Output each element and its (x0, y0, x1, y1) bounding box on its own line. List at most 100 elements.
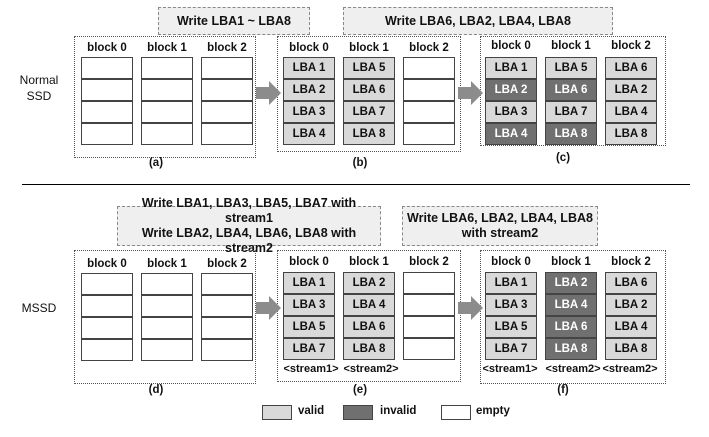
panel-f-block-1-page-1: LBA 4 (545, 294, 597, 316)
panel-d-block-1-page-0 (141, 273, 193, 295)
panel-b-block-2-page-1 (403, 79, 455, 101)
panel-c-block-1-page-2: LBA 7 (545, 101, 597, 123)
panel-d-block-1-page-3 (141, 339, 193, 361)
panel-f-block-1-header: block 1 (551, 256, 591, 268)
panel-b-block-1-header: block 1 (349, 42, 389, 54)
panel-f (480, 250, 666, 384)
legend-empty-label: empty (476, 405, 510, 417)
panel-f-block-0-header: block 0 (491, 256, 531, 268)
normal-ssd-label: Normal SSD (14, 72, 64, 104)
panel-e-block-2-page-3 (403, 338, 455, 360)
write-box-bottom-2: Write LBA6, LBA2, LBA4, LBA8 with stream… (402, 206, 598, 246)
panel-e-block-2-header: block 2 (409, 256, 449, 268)
mssd-label: MSSD (21, 301, 57, 315)
panel-a-block-0-page-0 (81, 57, 133, 79)
panel-c-block-0-header: block 0 (491, 40, 531, 52)
panel-e-block-1-page-1: LBA 4 (343, 294, 395, 316)
panel-b-block-2-page-3 (403, 123, 455, 145)
panel-d-block-0-page-1 (81, 295, 133, 317)
legend-empty-swatch (441, 405, 471, 420)
write-box-top-1: Write LBA1 ~ LBA8 (158, 7, 310, 35)
panel-a-block-0-page-3 (81, 123, 133, 145)
arrow-b-to-c-icon (458, 81, 483, 105)
panel-c-block-2-page-2: LBA 4 (605, 101, 657, 123)
panel-d-caption: (d) (148, 384, 164, 396)
panel-f-stream-label-1: <stream2> (545, 363, 601, 375)
panel-c-block-2-page-1: LBA 2 (605, 79, 657, 101)
legend-invalid-label: invalid (380, 405, 417, 417)
panel-a-block-1-header: block 1 (147, 42, 187, 54)
legend-valid-swatch (262, 405, 292, 420)
panel-a-block-0-header: block 0 (87, 42, 127, 54)
panel-c-block-2-header: block 2 (611, 40, 651, 52)
panel-b-block-2-header: block 2 (409, 42, 449, 54)
panel-d-block-2-page-3 (201, 339, 253, 361)
panel-a-caption: (a) (148, 157, 164, 169)
panel-c-block-0-page-0: LBA 1 (485, 57, 537, 79)
panel-f-block-2-header: block 2 (611, 256, 651, 268)
panel-d-block-0-page-2 (81, 317, 133, 339)
write-box-bottom-2-line2: with stream2 (461, 226, 539, 240)
panel-e-block-0-page-0: LBA 1 (283, 272, 335, 294)
panel-a-block-2-page-2 (201, 101, 253, 123)
panel-d-block-2-page-0 (201, 273, 253, 295)
panel-f-stream-label-2: <stream2> (602, 363, 658, 375)
panel-a-block-2-header: block 2 (207, 42, 247, 54)
panel-b-block-2-page-2 (403, 101, 455, 123)
arrow-e-to-f-icon (458, 296, 483, 320)
panel-e-block-0-page-1: LBA 3 (283, 294, 335, 316)
panel-f-block-1-page-0: LBA 2 (545, 272, 597, 294)
normal-ssd-label-line2: SSD (26, 89, 52, 103)
panel-f-block-2-page-3: LBA 8 (605, 338, 657, 360)
panel-b-block-0-header: block 0 (289, 42, 329, 54)
panel-a-block-2-page-3 (201, 123, 253, 145)
panel-c-block-1-header: block 1 (551, 40, 591, 52)
panel-c-block-1-page-1: LBA 6 (545, 79, 597, 101)
panel-a-block-1-page-3 (141, 123, 193, 145)
arrow-a-to-b-icon (256, 81, 281, 105)
panel-c-block-2-page-0: LBA 6 (605, 57, 657, 79)
panel-c-block-0-page-2: LBA 3 (485, 101, 537, 123)
panel-d-block-2-header: block 2 (207, 258, 247, 270)
panel-e-block-2-page-0 (403, 272, 455, 294)
panel-d-block-0-page-3 (81, 339, 133, 361)
panel-f-caption: (f) (557, 384, 569, 396)
row-divider (22, 184, 690, 185)
panel-d-block-2-page-2 (201, 317, 253, 339)
panel-f-block-2-page-2: LBA 4 (605, 316, 657, 338)
panel-a-block-1-page-2 (141, 101, 193, 123)
panel-c-caption: (c) (555, 152, 571, 164)
panel-f-block-1-page-2: LBA 6 (545, 316, 597, 338)
panel-b-block-1-page-2: LBA 7 (343, 101, 395, 123)
panel-e-caption: (e) (352, 384, 368, 396)
panel-b-block-0-page-2: LBA 3 (283, 101, 335, 123)
panel-e (277, 250, 461, 382)
panel-e-block-1-header: block 1 (349, 256, 389, 268)
panel-d-block-2-page-1 (201, 295, 253, 317)
panel-c-block-1-page-0: LBA 5 (545, 57, 597, 79)
panel-e-stream-label-1: <stream2> (343, 363, 399, 375)
panel-b-block-1-page-0: LBA 5 (343, 57, 395, 79)
panel-b-caption: (b) (352, 157, 368, 169)
panel-f-block-2-page-1: LBA 2 (605, 294, 657, 316)
panel-c-block-1-page-3: LBA 8 (545, 123, 597, 145)
panel-f-block-0-page-3: LBA 7 (485, 338, 537, 360)
panel-a-block-2-page-1 (201, 79, 253, 101)
write-box-bottom-2-line1: Write LBA6, LBA2, LBA4, LBA8 (407, 211, 593, 225)
panel-d-block-1-page-2 (141, 317, 193, 339)
panel-f-block-0-page-1: LBA 3 (485, 294, 537, 316)
panel-b-block-1-page-3: LBA 8 (343, 123, 395, 145)
panel-e-block-0-page-3: LBA 7 (283, 338, 335, 360)
legend-invalid-swatch (343, 405, 373, 420)
panel-f-block-1-page-3: LBA 8 (545, 338, 597, 360)
panel-e-block-2-page-1 (403, 294, 455, 316)
panel-c-block-0-page-3: LBA 4 (485, 123, 537, 145)
panel-e-block-0-header: block 0 (289, 256, 329, 268)
write-box-bottom-1-line1: Write LBA1, LBA3, LBA5, LBA7 with stream… (141, 196, 357, 225)
panel-d (74, 250, 256, 384)
panel-a-block-1-page-1 (141, 79, 193, 101)
panel-e-block-1-page-3: LBA 8 (343, 338, 395, 360)
panel-c-block-2-page-3: LBA 8 (605, 123, 657, 145)
panel-a-block-0-page-2 (81, 101, 133, 123)
write-box-bottom-1: Write LBA1, LBA3, LBA5, LBA7 with stream… (117, 196, 381, 255)
